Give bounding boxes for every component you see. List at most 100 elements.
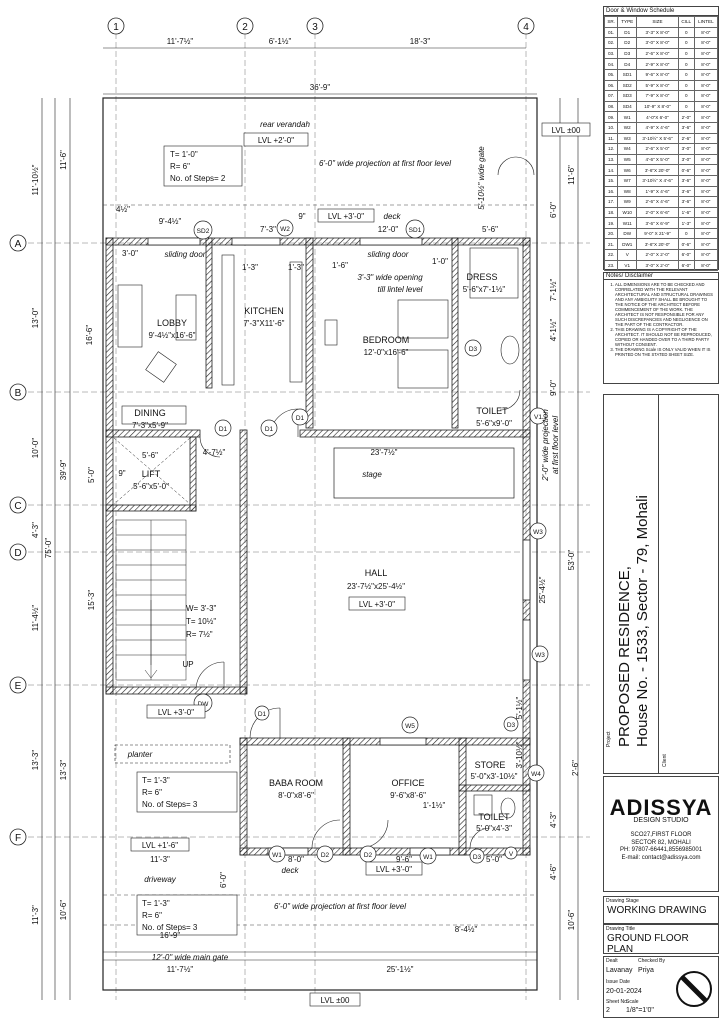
dim-misc-23: 6'-0": [219, 872, 228, 888]
dim-misc-21: 5'-0": [486, 855, 502, 864]
tag-dw: DW: [198, 701, 210, 708]
schedule-cell: 0: [677, 100, 695, 113]
schedule-cell: W10: [617, 206, 638, 219]
label-proj-right-2: at first floor level: [551, 416, 560, 474]
dim-left-1: 11'-10½": [31, 164, 40, 195]
schedule-cell: 8'-0": [693, 121, 719, 134]
room-baba: BABA ROOM: [269, 778, 323, 788]
schedule-cell: W6: [617, 164, 638, 176]
schedule-cell: 20.: [603, 227, 619, 240]
tag-w3: W3: [533, 529, 543, 536]
tag-d3: D3: [507, 722, 516, 729]
schedule-cell: 8'-0": [693, 100, 719, 113]
schedule-cell: D3: [617, 47, 638, 60]
dim-left-inner-4: 5'-0": [87, 467, 96, 483]
steps-bottom-t: T= 1'-3": [142, 899, 170, 908]
notes-disclaimer: Notes/ Disclaimer ALL DIMENSIONS ARE TO …: [603, 272, 719, 384]
dim-right-3: 7'-1½": [549, 279, 558, 302]
dim-right-12: 10'-6": [567, 910, 576, 931]
schedule-cell: 6'-0": [677, 249, 695, 261]
room-lobby-size: 9'-4½"x16'-6": [149, 331, 196, 340]
schedule-cell: 02.: [603, 37, 619, 49]
dim-misc-24: 1'-1½": [423, 801, 446, 810]
schedule-cell: 2'-6": [677, 132, 695, 145]
dealt-label: Dealt: [606, 958, 618, 964]
tag-d1: D1: [258, 711, 267, 718]
schedule-cell: 15.: [603, 174, 619, 187]
schedule-cell: 8'-0": [693, 26, 719, 39]
dim-right-11: 4'-6": [549, 864, 558, 880]
schedule-cell: 4'-9" X 4'-6": [636, 121, 679, 134]
steps-top-n: No. of Steps= 2: [170, 174, 226, 183]
label-up: UP: [182, 660, 193, 669]
dim-right-5: 9'-0": [549, 380, 558, 396]
schedule-cell: SD4: [617, 100, 638, 113]
room-baba-size: 8'-0"x8'-6": [278, 791, 314, 800]
schedule-cell: 3'-6" X 6'-9": [636, 217, 679, 229]
dim-right-9: 3'-10½": [515, 741, 524, 768]
schedule-header-2: SIZE: [636, 16, 679, 28]
schedule-cell: 3'-3" X 8'-0": [636, 26, 679, 39]
grid-col-3: 3: [312, 22, 318, 33]
schedule-cell: 19.: [603, 217, 619, 229]
schedule-cell: 0: [677, 47, 695, 60]
schedule-cell: 8'-0": [693, 185, 719, 198]
dealt-value: Lavanay: [606, 967, 633, 974]
dim-left-6: 13'-3": [31, 750, 40, 771]
grid-row-D: D: [14, 548, 21, 559]
schedule-cell: DW: [617, 227, 638, 240]
schedule-cell: 5'-9" X 8'-0": [636, 79, 679, 92]
schedule-cell: 8'-0": [693, 58, 719, 70]
dim-left-inner-1: 11'-6": [59, 150, 68, 170]
grid-row-F: F: [15, 833, 21, 844]
dim-misc-20: 9'-6": [396, 855, 412, 864]
schedule-cell: 3'-10½" X 5'-6": [636, 132, 679, 145]
schedule-cell: 14.: [603, 164, 619, 176]
schedule-cell: 3'-0": [677, 153, 695, 166]
studio-sub: DESIGN STUDIO: [633, 817, 689, 824]
schedule-cell: 08.: [603, 100, 619, 113]
schedule-cell: 3'-0" X 2'-0": [636, 259, 679, 272]
dim-top-3: 18'-3": [410, 37, 431, 46]
room-dining-size: 7'-3"x5'-9": [132, 421, 168, 430]
dim-left-7: 11'-3": [31, 905, 40, 925]
schedule-cell: 2'-0" X 6'-6": [636, 206, 679, 219]
schedule-cell: 2'-6" X 8'-0": [636, 47, 679, 60]
schedule-cell: SD3: [617, 90, 638, 102]
grid-row-E: E: [15, 681, 22, 692]
stair-spec-r: R= 7½": [186, 630, 213, 639]
dim-right-7: 53'-0": [567, 550, 576, 571]
dim-left-5: 11'-4½": [31, 605, 40, 632]
room-lift: LIFT: [142, 469, 161, 479]
level-1-6: LVL +1'-6": [142, 841, 178, 850]
schedule-cell: W5: [617, 153, 638, 166]
schedule-cell: 01.: [603, 26, 619, 39]
level-verandah: LVL +2'-0": [258, 136, 294, 145]
schedule-cell: 8'-0": [693, 47, 719, 60]
schedule-cell: 1'-9" X 4'-6": [636, 185, 679, 198]
schedule-cell: 8'-0": [693, 259, 719, 272]
schedule-cell: 18.: [603, 206, 619, 219]
level-top-gate: LVL ±00: [552, 126, 581, 135]
dim-misc-17: 8'-4½": [455, 925, 478, 934]
schedule-cell: 0: [677, 79, 695, 92]
label-projection-top: 6'-0" wide projection at first floor lev…: [319, 159, 451, 168]
stair-spec-t: T= 10½": [186, 617, 216, 626]
schedule-cell: 10'-9" X 8'-0": [636, 100, 679, 113]
dim-misc-13: 4'-7½": [203, 448, 226, 457]
scale-value: 1/8"=1'0": [626, 1007, 654, 1014]
tag-d1: D1: [219, 426, 228, 433]
schedule-cell: 11.: [603, 132, 619, 145]
schedule-cell: 09.: [603, 111, 619, 123]
dim-misc-6: 5'-6": [482, 225, 498, 234]
